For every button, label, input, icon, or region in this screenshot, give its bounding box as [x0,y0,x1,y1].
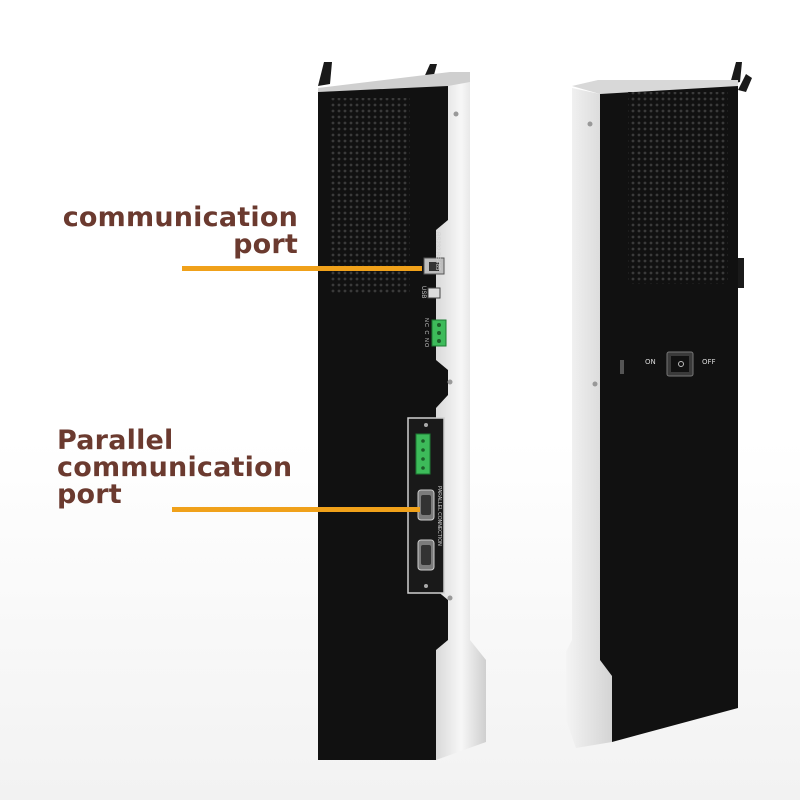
callout-line: communication [57,452,293,483]
vent-grille [330,98,410,293]
parallel-panel [407,417,445,594]
no-label: NO [423,338,429,349]
left-bracket [318,62,332,86]
communication-port-leader-line [182,266,422,271]
left-inverter-unit [318,62,486,760]
callout-line: Parallel [57,425,174,456]
terminal-label-group: NC C NO [423,318,429,348]
c-label: C [423,330,429,336]
right-inverter-unit [566,62,752,748]
rs232-label: RS232 [434,232,440,251]
left-front-trim [436,82,486,760]
usb-label: USB [420,286,426,299]
usb-port [427,287,441,299]
nc-label: NC [423,318,429,328]
port-label-group: RS232 RS485 [434,232,440,282]
communication-port-callout: communication port [62,204,298,258]
switch-off-label: OFF [702,358,716,366]
parallel-port-leader-line [172,507,420,512]
right-front-trim [566,88,612,748]
parallel-connection-label: PARALLEL CONNECTION [436,486,442,546]
right-bracket [730,62,742,84]
callout-line: port [233,229,298,260]
parallel-port-callout: Parallel communication port [57,427,297,508]
callout-line: port [57,479,122,510]
callout-line: communication [62,202,298,233]
switch-on-label: ON [645,358,656,366]
parallel-terminal [415,433,431,475]
rs485-label: RS485 [434,252,440,271]
vent-grille [628,92,728,284]
